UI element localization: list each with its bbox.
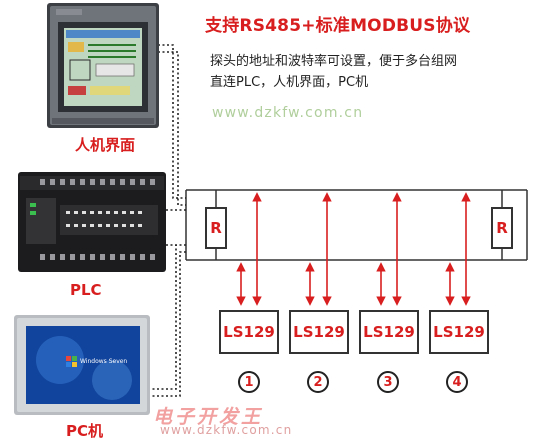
node-3-number: 3 [377,371,399,393]
watermark-top: www.dzkfw.com.cn [212,105,364,121]
plc-device-image [18,172,166,272]
plc-link [166,209,186,246]
description: 探头的地址和波特率可设置，便于多台组网 直连PLC，人机界面，PC机 [210,51,457,93]
node-2: LS129 [289,310,349,354]
hmi-label: 人机界面 [75,136,136,154]
node-3: LS129 [359,310,419,354]
pc-link [148,245,186,397]
resistor-left: R [205,207,227,249]
hmi-link [158,44,186,206]
node-4: LS129 [429,310,489,354]
node-4-number: 4 [446,371,468,393]
page-title: 支持RS485+标准MODBUS协议 [205,16,471,36]
node-1: LS129 [219,310,279,354]
node-1-number: 1 [238,371,260,393]
description-line-2: 直连PLC，人机界面，PC机 [210,75,369,90]
hmi-device-image [47,3,159,128]
pc-label: PC机 [66,422,104,440]
plc-label: PLC [70,281,102,299]
node-2-number: 2 [307,371,329,393]
resistor-right: R [491,207,513,249]
description-line-1: 探头的地址和波特率可设置，便于多台组网 [210,54,458,69]
pc-device-image [14,315,150,415]
pc-screen-text: Windows Seven [80,358,128,365]
logo-text: 电子开发王 [153,406,264,428]
watermark-bottom: www.dzkfw.com.cn [160,423,293,437]
